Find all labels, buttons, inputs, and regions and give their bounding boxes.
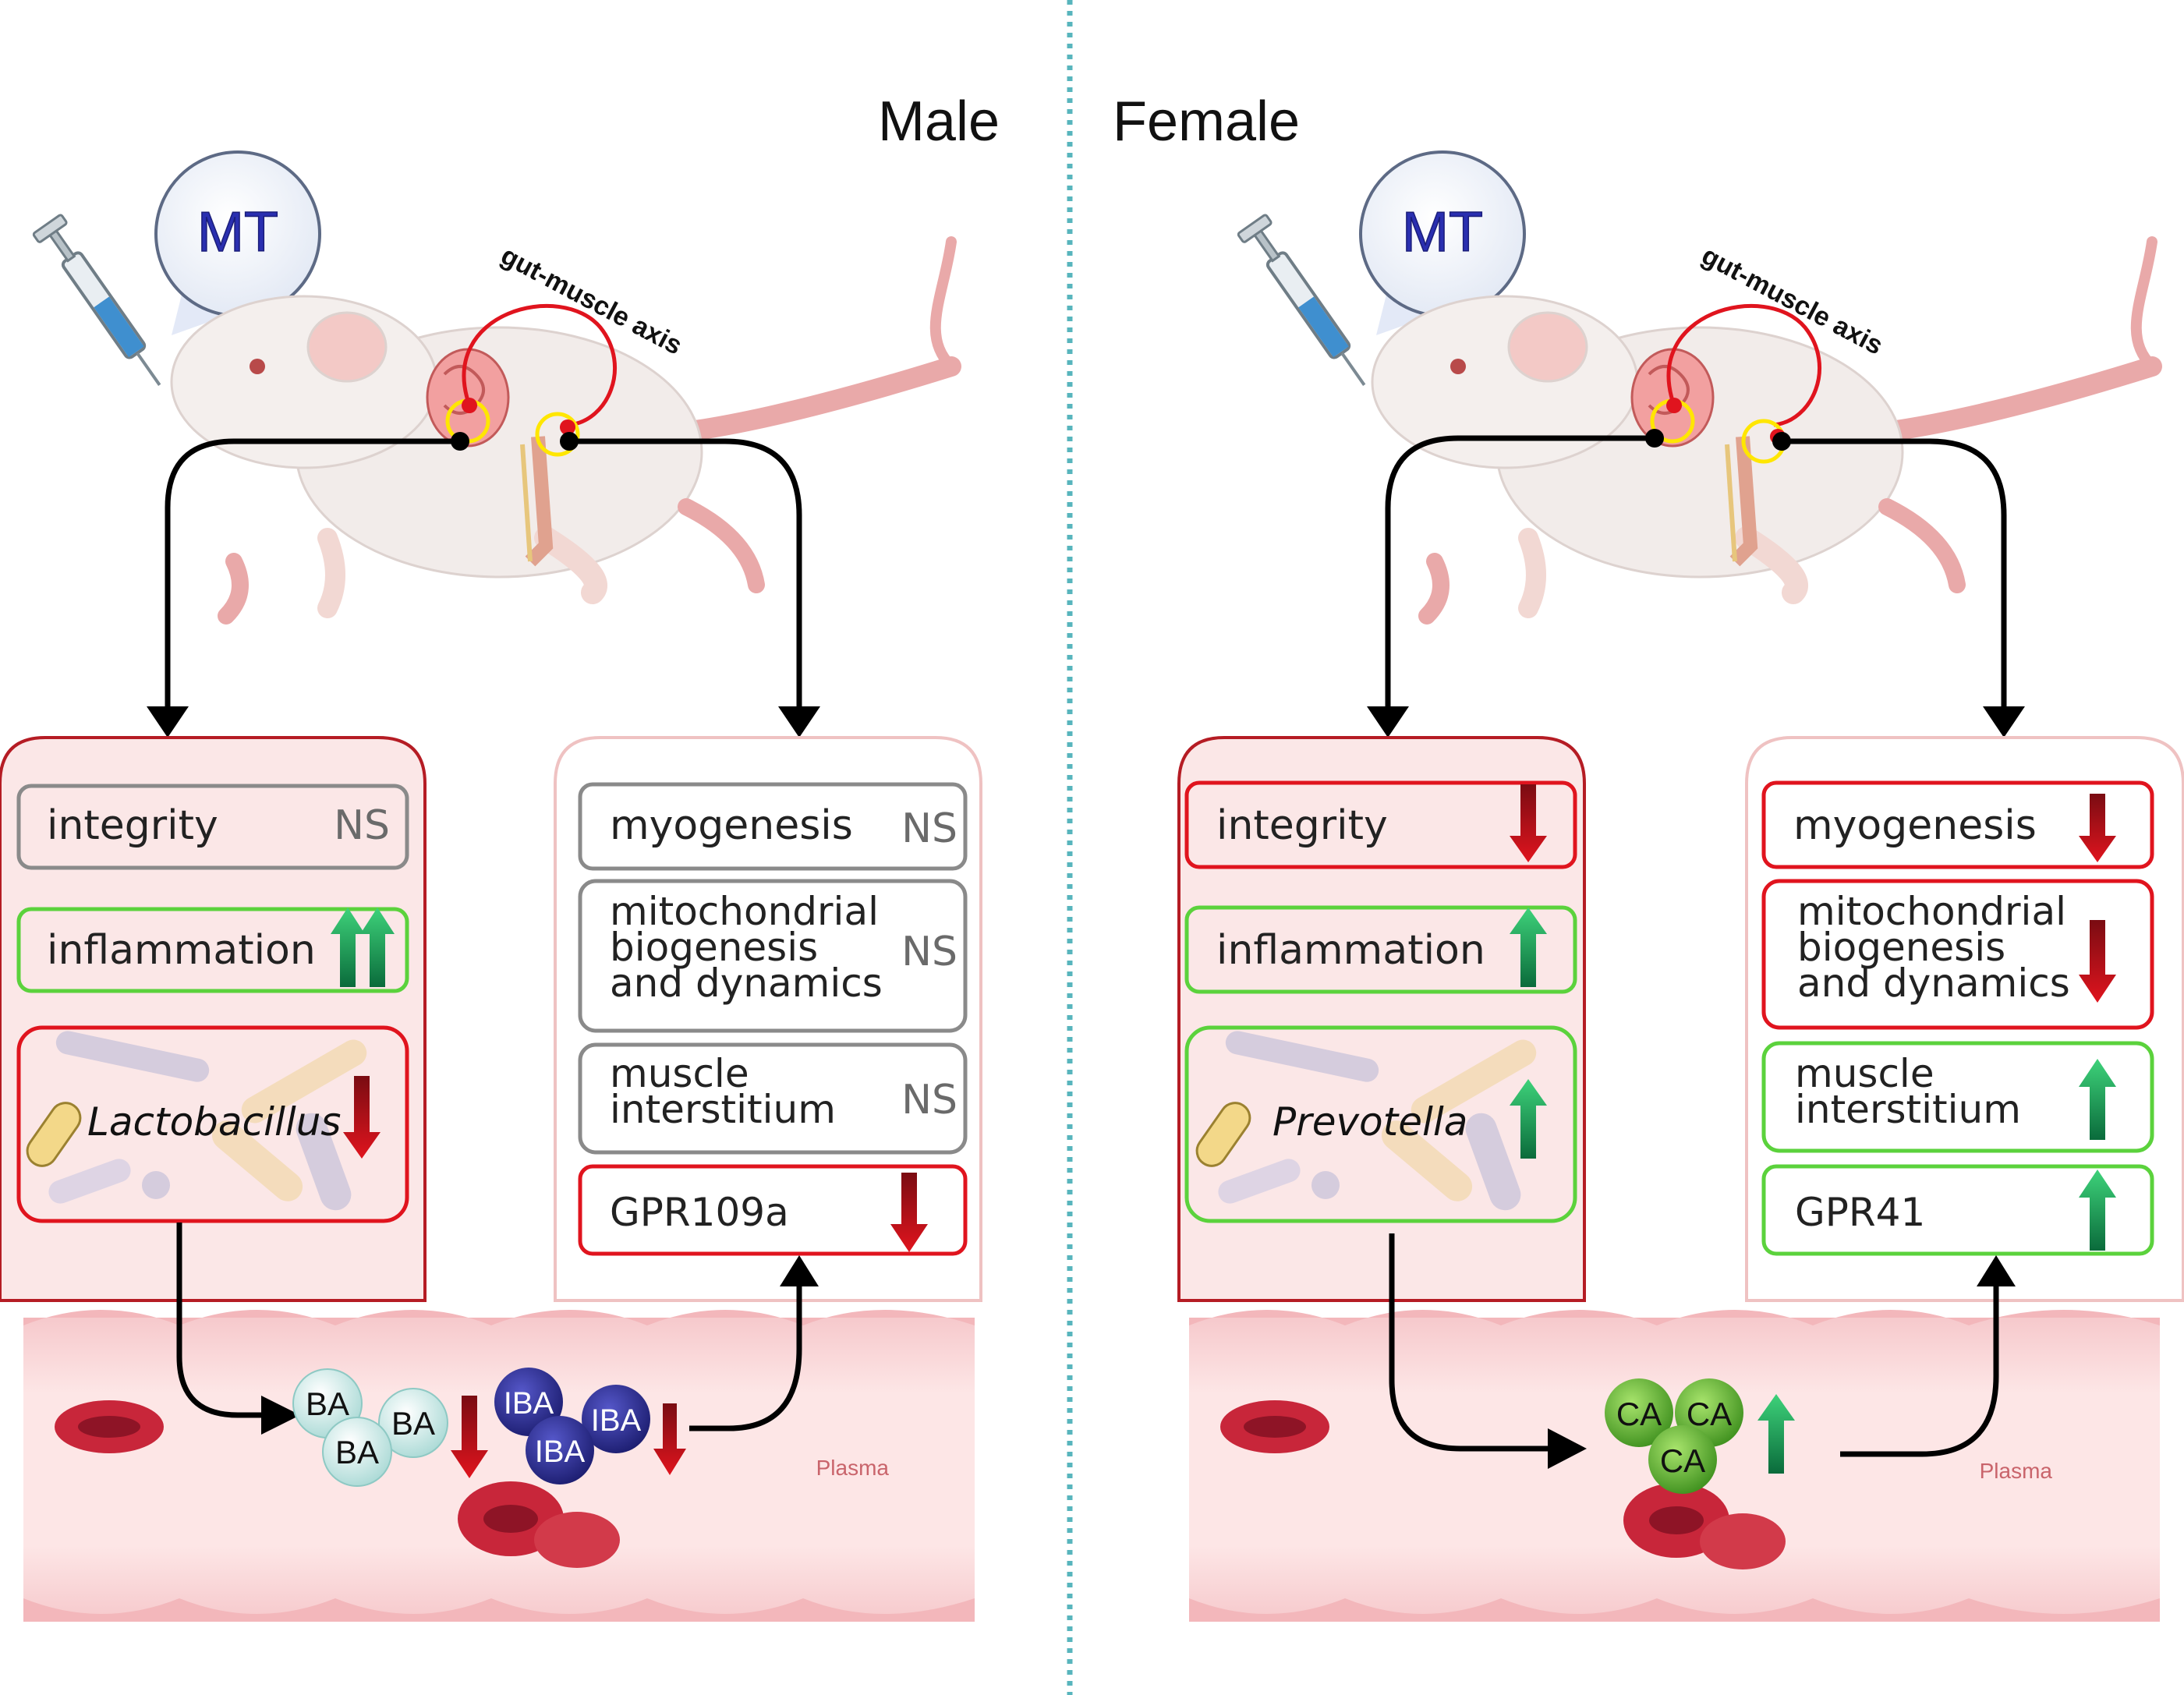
male-myogenesis-box [578,782,968,871]
male-gpr109a-label: GPR109a [610,1190,789,1235]
female-inflammation-label: inflammation [1216,927,1485,974]
female-gpr41-up-arrow [2079,1170,2116,1251]
female-gut-arrow [1385,435,1655,713]
bacteria-background-icon [1218,1031,1537,1211]
female-mito-box [1761,879,2154,1030]
female-mito-down-arrow [2079,920,2116,1003]
syringe-icon [32,214,161,386]
male-interstitium-line1: muscle [610,1051,749,1096]
ba-label: BA [335,1434,379,1470]
female-mito-line1: mitochondrial [1797,889,2066,934]
male-iba-cluster: IBA IBA IBA [494,1368,650,1484]
female-plasma-label: Plasma [1980,1459,2053,1483]
male-integrity-status: NS [334,802,390,849]
female-ca-cluster: CA CA CA [1605,1378,1743,1494]
female-prevotella-up-arrow [1510,1079,1547,1159]
female-panel: MT gut-muscle axis [1177,150,2184,1622]
male-ba-cluster: BA BA BA [292,1368,448,1487]
male-mito-line2: biogenesis [610,925,818,970]
ca-label: CA [1660,1442,1705,1479]
male-interstitium-line2: interstitium [610,1087,836,1132]
male-panel: MT [0,150,982,1622]
male-gpr109a-down-arrow [890,1173,928,1252]
female-prevotella-label: Prevotella [1273,1099,1467,1145]
prevotella-icon [1195,1102,1251,1167]
female-mito-line2: biogenesis [1797,925,2005,970]
male-gut-arrow [165,438,460,713]
male-inflammation-label: inflammation [47,927,316,974]
male-gpr109a-box [578,1164,968,1256]
iba-label: IBA [535,1435,586,1469]
female-mito-line3: and dynamics [1797,961,2070,1006]
male-mito-line3: and dynamics [610,961,883,1006]
female-blood-to-muscle-arrow [1840,1285,1999,1457]
ba-label: BA [391,1405,435,1442]
female-gut-to-blood-arrow [1389,1233,1552,1452]
female-interstitium-up-arrow [2079,1059,2116,1140]
ca-label: CA [1616,1396,1662,1432]
female-integrity-down-arrow [1510,784,1547,862]
female-gpr41-box [1761,1164,2154,1256]
male-blood-to-muscle-arrow [689,1285,802,1431]
mouse-icon [1371,236,2162,625]
female-myogenesis-label: myogenesis [1793,802,2037,849]
male-integrity-label: integrity [47,802,218,849]
male-integrity-box [16,784,409,870]
male-mito-box [578,879,968,1033]
female-integrity-box [1184,780,1577,869]
ca-label: CA [1687,1396,1732,1432]
male-heading: Male [878,90,1000,153]
female-myogenesis-down-arrow [2079,794,2116,862]
male-inflammation-up-double-arrow [331,908,395,987]
male-myogenesis-label: myogenesis [610,802,853,849]
male-iba-down-arrow [653,1403,686,1475]
male-muscle-arrow [569,438,802,713]
male-ba-down-arrow [451,1396,488,1478]
bacteria-background-icon [48,1031,367,1211]
male-myogenesis-status: NS [901,805,957,852]
iba-label: IBA [591,1403,642,1438]
male-lactobacillus-label: Lactobacillus [87,1099,341,1145]
female-muscle-arrow [1782,438,2007,713]
female-inflammation-up-arrow [1510,908,1547,987]
female-interstitium-box [1761,1041,2154,1153]
male-mito-line1: mitochondrial [610,889,879,934]
male-gut-to-blood-arrow [176,1223,269,1418]
iba-label: IBA [504,1386,554,1421]
female-ca-up-arrow [1757,1394,1795,1474]
male-interstitium-status: NS [901,1077,957,1124]
female-gpr41-label: GPR41 [1795,1190,1925,1235]
syringe-icon [1237,214,1366,386]
male-lactobacillus-down-arrow [343,1076,381,1159]
male-inflammation-box [16,907,409,993]
male-interstitium-box [578,1042,968,1155]
female-myogenesis-box [1761,780,2154,869]
female-injection: MT [1237,150,1526,386]
ba-label: BA [306,1385,349,1422]
female-integrity-label: integrity [1216,802,1388,849]
female-heading: Female [1113,90,1300,153]
mt-label: MT [1402,201,1483,264]
female-interstitium-line2: interstitium [1795,1087,2021,1132]
female-interstitium-line1: muscle [1795,1051,1934,1096]
lactobacillus-icon [26,1102,82,1167]
male-plasma-label: Plasma [816,1456,890,1480]
male-mito-status: NS [901,929,957,975]
mouse-icon [170,236,961,625]
mt-label: MT [197,201,278,264]
female-inflammation-box [1184,905,1577,994]
